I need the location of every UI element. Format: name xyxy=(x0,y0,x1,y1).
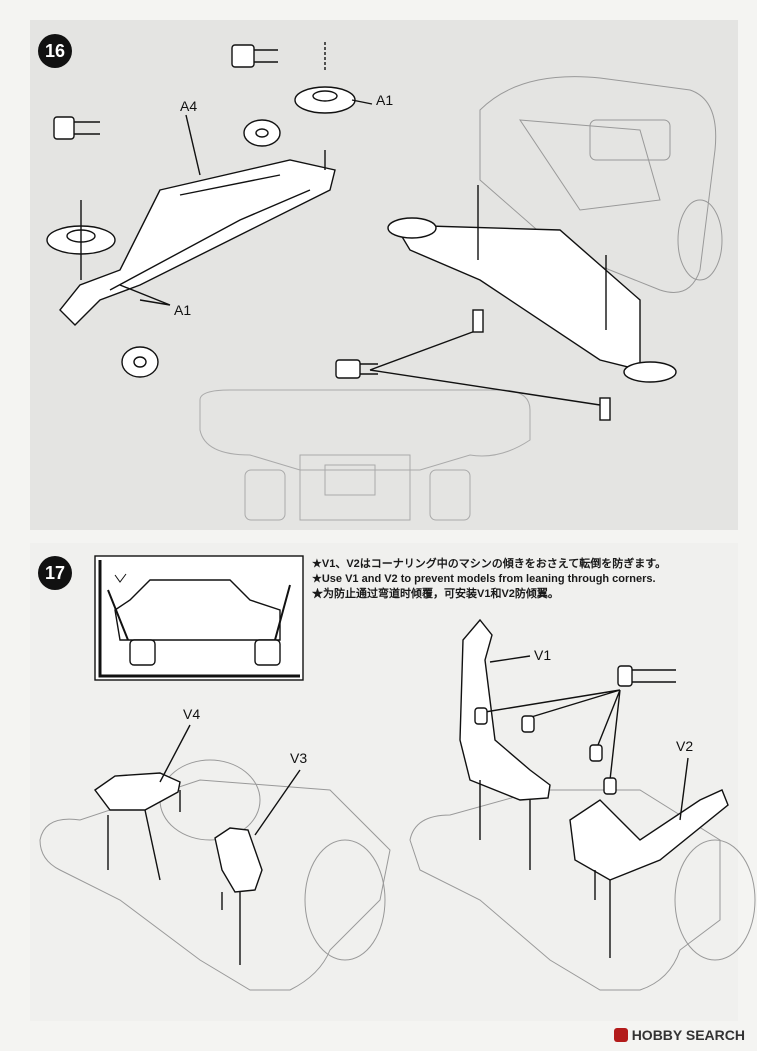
watermark: HOBBY SEARCH xyxy=(613,1027,745,1043)
screw-long-head xyxy=(617,665,633,687)
step-16-badge: 16 xyxy=(38,34,72,68)
note-chinese: ★为防止通过弯道时倾覆，可安装V1和V2防倾翼。 xyxy=(312,588,559,600)
note-english: ★Use V1 and V2 to prevent models from le… xyxy=(312,573,656,585)
note-japanese: ★V1、V2はコーナリング中のマシンの傾きをおさえて転倒を防ぎます。 xyxy=(312,558,667,570)
left-chassis-outline xyxy=(39,759,391,991)
v4-plate xyxy=(94,772,181,811)
chassis-outline xyxy=(479,76,723,293)
v1-wing xyxy=(459,618,551,801)
right-chassis-outline xyxy=(409,789,756,991)
step-17-badge: 17 xyxy=(38,556,72,590)
label-v2: V2 xyxy=(676,738,694,754)
screw-center xyxy=(335,359,361,379)
front-chassis-outline xyxy=(199,389,531,521)
step-17-notes: ★V1、V2はコーナリング中のマシンの傾きをおさえて転倒を防ぎます。 ★Use … xyxy=(312,557,666,602)
mounted-stay xyxy=(393,224,641,371)
label-a4: A4 xyxy=(180,98,198,114)
screw-left-head xyxy=(53,116,75,140)
watermark-logo-icon xyxy=(613,1028,628,1042)
v3-plate xyxy=(214,827,263,893)
screw-top-head xyxy=(231,44,255,68)
washer-bottom xyxy=(121,346,159,378)
washer-top xyxy=(243,119,281,147)
label-v4: V4 xyxy=(183,706,201,722)
label-v3: V3 xyxy=(290,750,308,766)
label-a1-top: A1 xyxy=(376,92,394,108)
label-v1: V1 xyxy=(534,647,552,663)
watermark-text: HOBBY SEARCH xyxy=(631,1027,745,1043)
v2-wing xyxy=(569,789,729,881)
label-a1-left: A1 xyxy=(174,302,192,318)
